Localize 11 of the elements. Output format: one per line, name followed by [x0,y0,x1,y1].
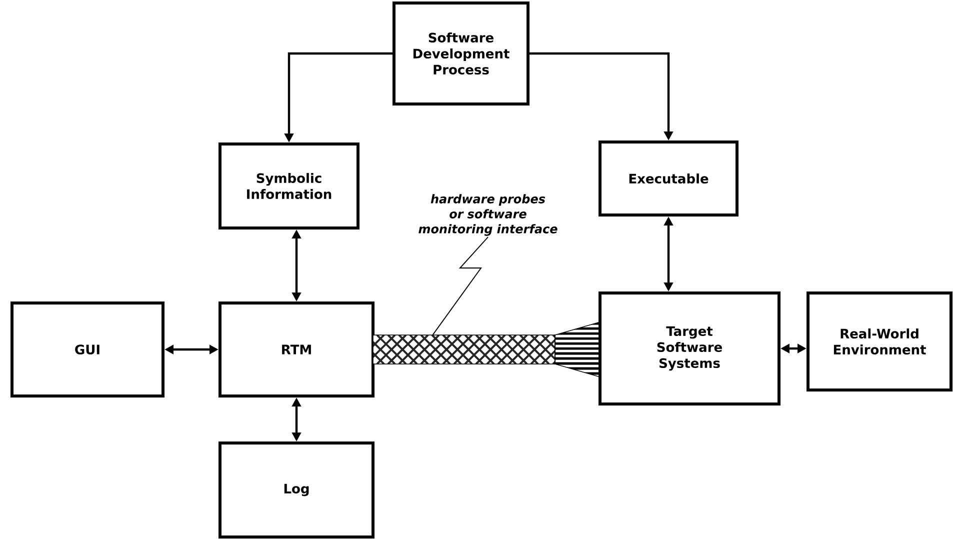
process-box: RTM [218,302,374,398]
leader-line [432,236,488,336]
process-box: Target Software Systems [598,292,780,406]
cable-drawing [372,321,600,378]
process-box: Real-World Environment [806,292,952,392]
process-box: GUI [10,302,164,398]
process-box: Symbolic Information [218,142,360,230]
process-box: Executable [598,140,738,216]
process-box: Software Development Process [392,2,530,106]
annotation-text: hardware probes or software monitoring interface [418,194,558,236]
process-box: Log [218,442,374,538]
